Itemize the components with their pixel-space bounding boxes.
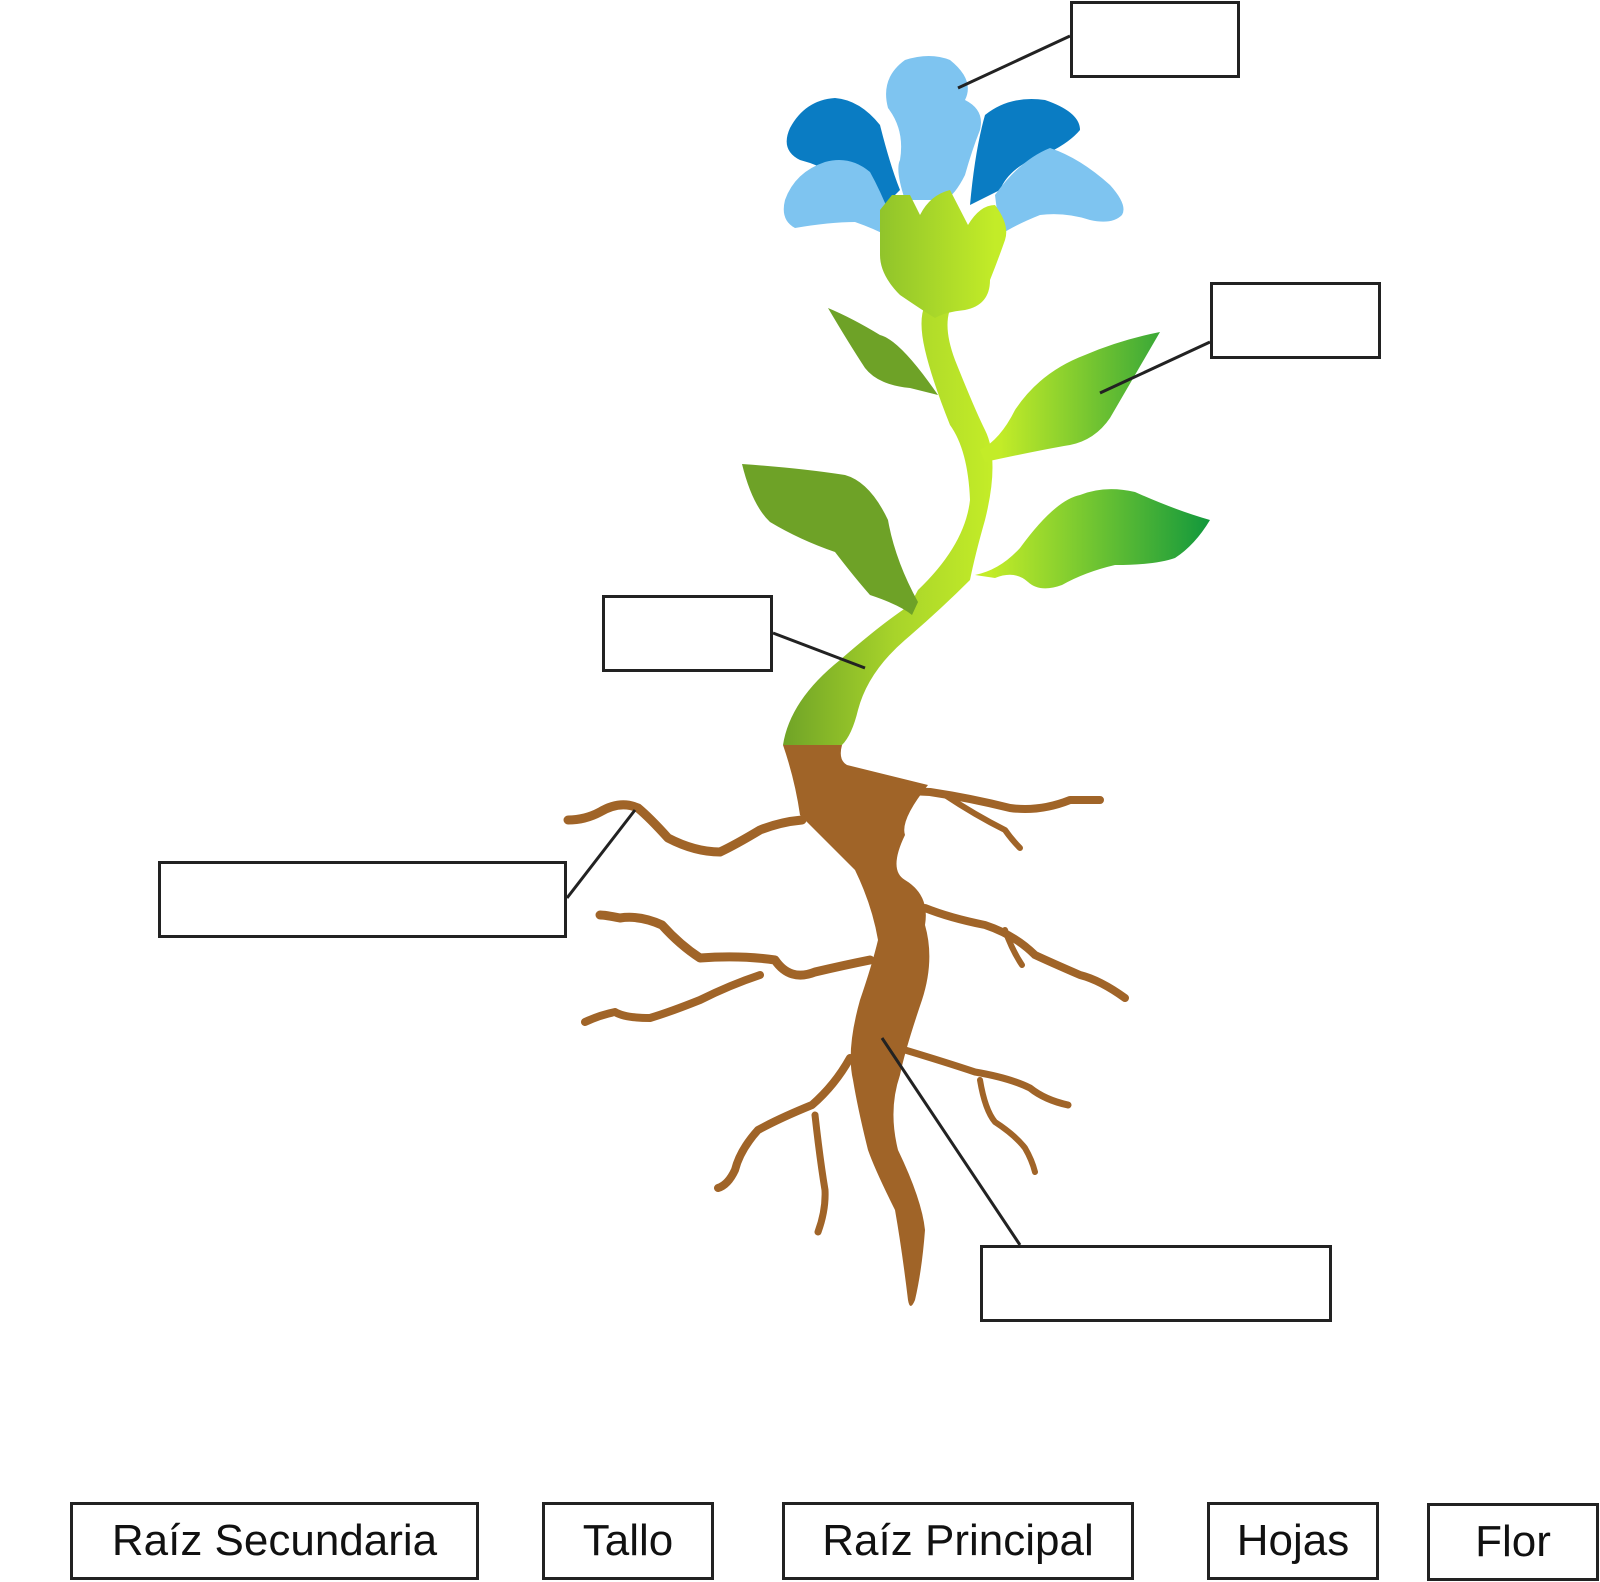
blank-box-hojas[interactable]: [1210, 282, 1381, 359]
blank-box-raiz-secundaria[interactable]: [158, 861, 567, 938]
petal-center: [886, 56, 981, 200]
leaves: [742, 308, 1210, 615]
word-card-raiz-principal[interactable]: Raíz Principal: [782, 1502, 1134, 1580]
petal-left: [783, 159, 895, 240]
root-branch-left-lower: [581, 971, 764, 1026]
root-branch-right-lower-twig: [977, 1077, 1038, 1175]
petal-right: [995, 148, 1124, 235]
leader-line-hojas: [1099, 340, 1211, 395]
leaf-upper-left: [828, 308, 938, 395]
root-branch-bottom-mid: [811, 1111, 829, 1236]
blank-box-raiz-principal[interactable]: [980, 1245, 1332, 1322]
leaf-lower-right: [975, 489, 1210, 589]
flower-calyx: [880, 190, 1007, 318]
word-card-raiz-secundaria[interactable]: Raíz Secundaria: [70, 1502, 479, 1580]
leaf-middle-left: [742, 464, 918, 615]
leader-line-raiz-secundaria: [565, 809, 637, 899]
root-branch-right-upper-twig: [942, 792, 1023, 851]
root-branch-right-upper: [841, 784, 1104, 813]
leader-lines: [565, 34, 1211, 1246]
root-branch-right-middle: [921, 904, 1129, 1002]
blank-box-tallo[interactable]: [602, 595, 773, 672]
root-branch-left-middle: [595, 910, 875, 980]
main-root-shape: [783, 745, 930, 1306]
leaf-upper-right: [980, 332, 1160, 462]
root-branch-right-middle-twig: [1002, 927, 1025, 968]
petal-back-right: [970, 99, 1080, 205]
leader-line-tallo: [772, 631, 866, 670]
blank-box-flor[interactable]: [1070, 1, 1240, 78]
leader-line-raiz-principal: [880, 1037, 1022, 1246]
word-card-flor[interactable]: Flor: [1427, 1503, 1599, 1581]
word-card-hojas[interactable]: Hojas: [1207, 1502, 1379, 1580]
root-system: [563, 745, 1129, 1306]
root-branch-left-upper: [563, 800, 807, 857]
root-branch-right-lower: [901, 1046, 1072, 1109]
leader-line-flor: [957, 34, 1071, 90]
flower: [783, 56, 1124, 318]
stem-shape: [783, 300, 993, 745]
word-card-tallo[interactable]: Tallo: [542, 1502, 714, 1580]
root-branch-bottom-left: [714, 1054, 854, 1192]
